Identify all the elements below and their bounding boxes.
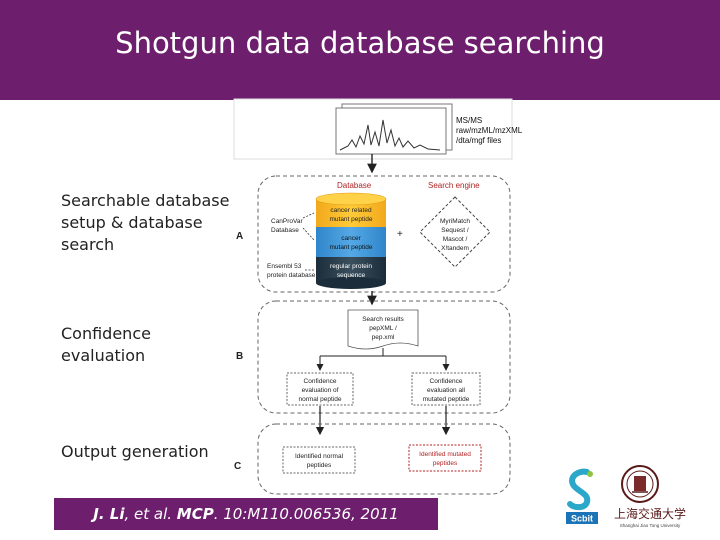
- svg-text:peptides: peptides: [307, 462, 332, 469]
- section-a-label: A: [236, 231, 243, 242]
- cancer-mutant-label: cancer: [341, 235, 361, 242]
- svg-text:Sequest /: Sequest /: [441, 227, 469, 234]
- citation-box: J. Li, et al. MCP. 10:M110.006536, 2011: [54, 498, 438, 530]
- database-header: Database: [337, 181, 372, 190]
- svg-text:protein database: protein database: [267, 272, 316, 279]
- section-c: C Identified normal peptides Identified …: [234, 423, 511, 495]
- svg-text:sequence: sequence: [337, 272, 366, 279]
- search-results-label: Search results: [362, 316, 404, 323]
- svg-text:raw/mzML/mzXML: raw/mzML/mzXML: [456, 126, 523, 135]
- engine-label: MyriMatch: [440, 218, 470, 225]
- msms-label: MS/MS: [456, 116, 482, 125]
- database-cylinder: cancer related mutant peptide cancer mut…: [315, 192, 387, 289]
- svg-text:Confidence: Confidence: [304, 378, 337, 385]
- sjtu-chinese-name: 上海交通大学: [614, 506, 686, 521]
- section-c-label: C: [234, 461, 241, 472]
- confidence-mutated-box: Confidence evaluation all mutated peptid…: [411, 372, 481, 406]
- slide-title: Shotgun data database searching: [115, 26, 605, 60]
- sjtu-logo: 上海交通大学 Shanghai Jiao Tong University: [614, 465, 686, 528]
- svg-text:Confidence: Confidence: [430, 378, 463, 385]
- sjtu-english-name: Shanghai Jiao Tong University: [620, 523, 681, 528]
- identified-mutated-box: Identified mutated peptides: [408, 444, 482, 472]
- svg-text:Identified mutated: Identified mutated: [419, 451, 471, 458]
- svg-text:/dta/mgf files: /dta/mgf files: [456, 136, 501, 145]
- svg-text:X!tandem: X!tandem: [441, 245, 469, 252]
- step-label-output: Output generation: [61, 442, 209, 461]
- confidence-normal-box: Confidence evaluation of normal peptide: [286, 372, 354, 406]
- svg-text:evaluation of: evaluation of: [302, 387, 339, 394]
- cancer-related-label: cancer related: [330, 207, 372, 214]
- section-b: B Search results pepXML / pep.xml Confid…: [236, 300, 511, 414]
- svg-text:mutated peptide: mutated peptide: [423, 396, 470, 403]
- canprovar-label: CanProVar: [271, 218, 304, 225]
- svg-text:pepXML /: pepXML /: [369, 325, 397, 332]
- svg-text:normal peptide: normal peptide: [299, 396, 342, 403]
- step-label-setup: Searchable database setup & database sea…: [61, 191, 230, 254]
- search-engine-header: Search engine: [428, 181, 480, 190]
- slide-header: Shotgun data database searching: [0, 0, 720, 100]
- svg-text:peptides: peptides: [433, 460, 458, 467]
- svg-text:Mascot /: Mascot /: [443, 236, 468, 243]
- scbit-logo: Scbit: [566, 468, 598, 524]
- msms-spectra-files: MS/MS raw/mzML/mzXML /dta/mgf files: [233, 98, 523, 160]
- svg-text:evaluation all: evaluation all: [427, 387, 465, 394]
- scbit-logo-text: Scbit: [571, 514, 593, 524]
- search-results-document: Search results pepXML / pep.xml: [347, 309, 419, 350]
- section-a: A Database Search engine cancer related …: [236, 175, 511, 293]
- step-label-confidence: Confidence evaluation: [61, 324, 151, 365]
- ensembl-label: Ensembl 53: [267, 263, 302, 270]
- identified-normal-box: Identified normal peptides: [282, 446, 356, 474]
- section-b-label: B: [236, 351, 243, 362]
- svg-text:Database: Database: [271, 227, 299, 234]
- regular-protein-label: regular protein: [330, 263, 372, 270]
- svg-text:pep.xml: pep.xml: [372, 334, 395, 341]
- svg-text:mutant peptide: mutant peptide: [329, 216, 372, 223]
- svg-text:Identified normal: Identified normal: [295, 453, 344, 460]
- search-engine-diamond: MyriMatch Sequest / Mascot / X!tandem: [419, 196, 491, 268]
- svg-text:mutant peptide: mutant peptide: [329, 244, 372, 251]
- plus-sign: +: [397, 229, 403, 240]
